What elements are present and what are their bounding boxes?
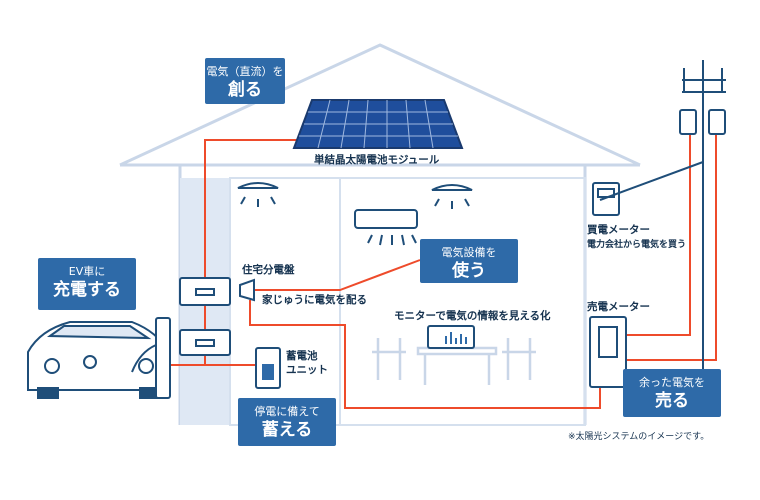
monitor-label: モニターで電気の情報を見える化: [394, 310, 551, 322]
ev-charger-icon: [131, 317, 171, 399]
battery-label-line1: 蓄電池: [286, 350, 318, 362]
distribution-board-icon: [179, 277, 255, 356]
sell-meter-icon: [589, 316, 627, 388]
solar-module-label: 単結晶太陽電池モジュール: [314, 154, 440, 166]
create-electricity-box: 電気（直流）を 創る: [205, 58, 285, 104]
battery-label-line2: ユニット: [286, 364, 328, 376]
monitor-icon: [427, 325, 475, 349]
create-box-line2: 創る: [228, 80, 262, 100]
sell-box-line1: 余った電気を: [639, 376, 705, 389]
distribution-board-label: 住宅分電盤: [242, 264, 295, 276]
battery-unit-icon: [255, 347, 281, 389]
create-box-line1: 電気（直流）を: [206, 65, 284, 78]
sell-meter-label: 売電メーター: [587, 301, 650, 313]
store-electricity-box: 停電に備えて 蓄える: [238, 398, 336, 446]
sell-box-line2: 売る: [655, 391, 689, 411]
solar-panel: [292, 99, 464, 149]
buy-meter-label: 買電メーター: [587, 224, 650, 236]
use-box-line2: 使う: [452, 261, 486, 281]
ev-car-icon: [27, 321, 169, 399]
ceiling-light-icon: [431, 184, 473, 209]
use-box-line1: 電気設備を: [441, 246, 497, 259]
power-wiring: [168, 135, 717, 409]
ceiling-light-icon: [237, 182, 279, 207]
store-box-line1: 停電に備えて: [254, 405, 320, 418]
buy-meter-sub-label: 電力会社から電気を買う: [587, 240, 687, 250]
store-box-line2: 蓄える: [261, 420, 313, 440]
use-electricity-box: 電気設備を 使う: [420, 239, 518, 283]
distribute-label: 家じゅうに電気を配る: [262, 294, 367, 306]
ev-box-line1: EV車に: [68, 265, 106, 278]
air-conditioner-icon: [354, 209, 418, 246]
ev-box-line2: 充電する: [53, 280, 121, 300]
utility-pole-icon: [599, 60, 726, 370]
buy-meter-icon: [592, 182, 620, 216]
sell-electricity-box: 余った電気を 売る: [623, 369, 721, 417]
ev-charge-box: EV車に 充電する: [38, 258, 136, 310]
disclaimer-note: ※太陽光システムのイメージです。: [568, 432, 710, 442]
